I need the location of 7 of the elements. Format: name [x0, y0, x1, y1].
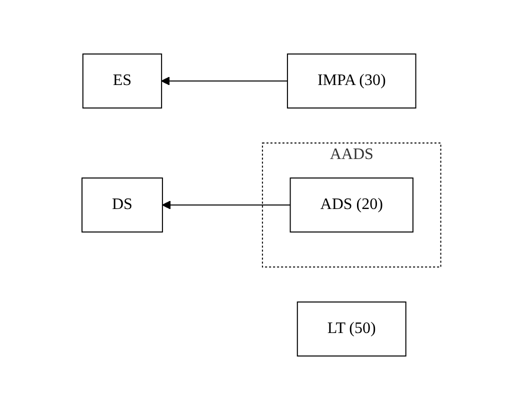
arrow — [162, 200, 291, 210]
node-box: ADS (20) — [290, 178, 414, 232]
arrow — [161, 76, 288, 86]
node-box: DS — [82, 178, 164, 232]
node-box: ES — [82, 54, 162, 108]
node-box: LT (50) — [297, 302, 406, 356]
node-box: IMPA (30) — [287, 54, 416, 108]
